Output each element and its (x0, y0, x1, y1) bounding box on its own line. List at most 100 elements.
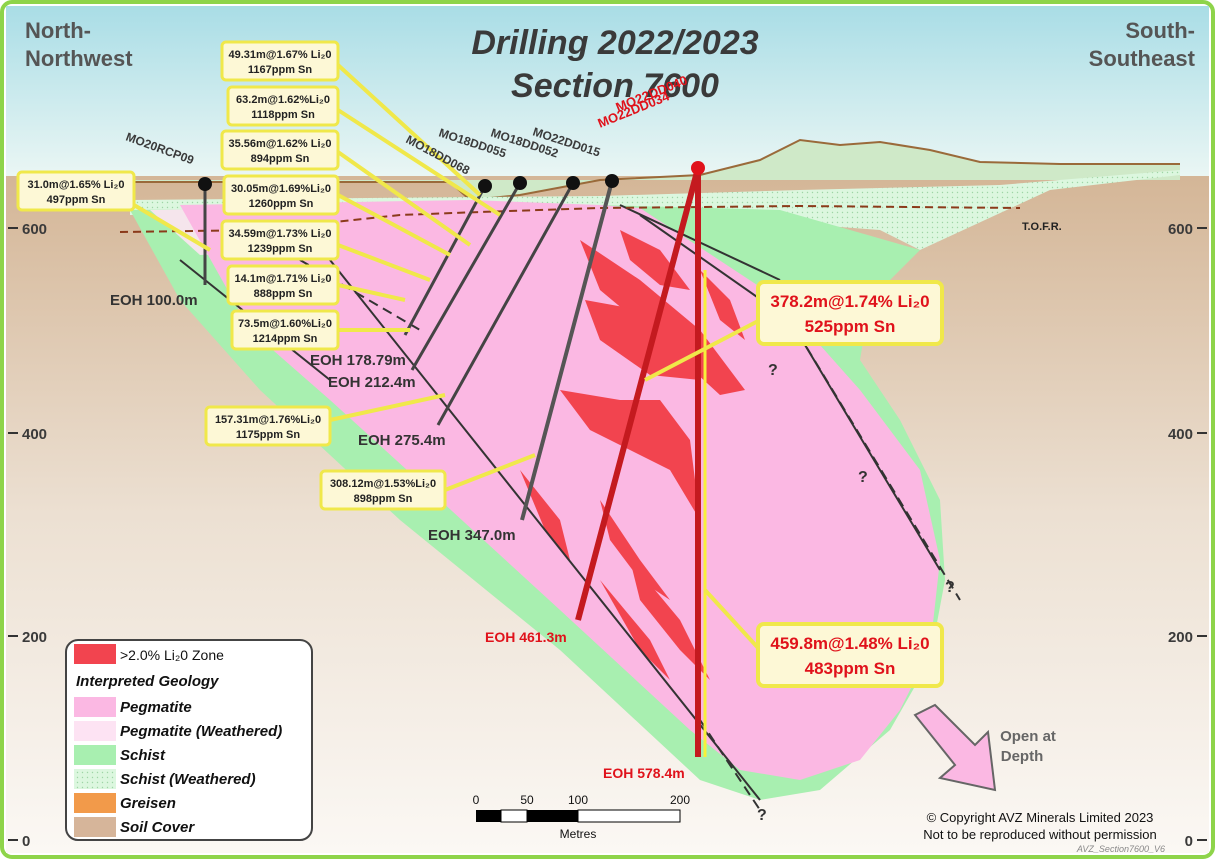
intercept-callout-main: 378.2m@1.74% Li₂0 525ppm Sn (756, 280, 944, 346)
intercept-line-2: 1167ppm Sn (248, 64, 312, 76)
title-line-1: Drilling 2022/2023 (471, 24, 758, 62)
intercept-callout: 157.31m@1.76%Li₂0 1175ppm Sn (204, 405, 332, 447)
open-at-depth-line-2: Depth (1001, 748, 1044, 765)
direction-right-1: South- (1125, 18, 1195, 43)
eoh-mo18dd055: EOH 212.4m (328, 374, 416, 391)
legend-swatch-pegmatite (74, 697, 116, 717)
intercept-line-1: 31.0m@1.65% Li₂0 (28, 179, 125, 191)
legend-item-pegmatite: Pegmatite (120, 699, 192, 716)
intercept-line-2: 1239ppm Sn (248, 243, 313, 255)
open-at-depth-line-1: Open at (1000, 728, 1056, 745)
intercept-line-1: 34.59m@1.73% Li₂0 (228, 228, 331, 240)
axis-label-right-200: 200 (1168, 629, 1193, 646)
scale-tick-100: 100 (568, 793, 588, 807)
axis-label-0: 0 (22, 833, 30, 850)
intercept-callout: 308.12m@1.53%Li₂0 898ppm Sn (319, 469, 447, 511)
intercept-callout: 63.2m@1.62%Li₂0 1118ppm Sn (226, 85, 340, 127)
intercept-callout: 14.1m@1.71% Li₂0 888ppm Sn (226, 264, 340, 306)
legend-item-pegmatite-weathered: Pegmatite (Weathered) (120, 723, 282, 740)
intercept-main-line-1: 378.2m@1.74% Li₂0 (770, 292, 929, 311)
legend-item-schist: Schist (120, 747, 166, 764)
legend-swatch-pegmatite-weathered (74, 721, 116, 741)
intercept-line-1: 49.31m@1.67% Li₂0 (228, 49, 331, 61)
legend-swatch-schist-weathered (74, 769, 116, 789)
intercept-callout: 49.31m@1.67% Li₂0 1167ppm Sn (220, 40, 340, 82)
scale-unit: Metres (560, 827, 597, 841)
intercept-main-line-2: 525ppm Sn (805, 317, 896, 336)
axis-label-right-600: 600 (1168, 221, 1193, 238)
eoh-mo22dd040: EOH 578.4m (603, 765, 685, 781)
intercept-line-1: 35.56m@1.62% Li₂0 (228, 138, 331, 150)
tofr-line (119, 204, 1021, 233)
intercept-callout-main: 459.8m@1.48% Li₂0 483ppm Sn (756, 622, 944, 688)
pegmatite-zone (180, 200, 940, 780)
scale-tick-0: 0 (473, 793, 480, 807)
eoh-mo22dd015: EOH 347.0m (428, 527, 516, 544)
question-mark-2: ? (858, 469, 868, 486)
eoh-mo18dd052: EOH 275.4m (358, 432, 446, 449)
question-mark-3: ? (945, 579, 955, 596)
axis-label-200: 200 (22, 629, 47, 646)
legend-zone: >2.0% Li₂0 Zone (120, 647, 224, 663)
intercept-line-2: 1260ppm Sn (249, 198, 314, 210)
intercept-line-1: 157.31m@1.76%Li₂0 (215, 414, 321, 426)
elevation-axis-right: 600 400 200 0 (1168, 221, 1207, 850)
intercept-line-2: 888ppm Sn (254, 288, 313, 300)
collar-points (198, 161, 705, 193)
intercept-line-1: 30.05m@1.69%Li₂0 (231, 183, 331, 195)
weathered-surface (25, 140, 1180, 200)
intercept-callout: 30.05m@1.69%Li₂0 1260ppm Sn (222, 174, 340, 216)
intercept-line-2: 497ppm Sn (47, 194, 106, 206)
intercept-main-line-1: 459.8m@1.48% Li₂0 (770, 634, 929, 653)
scale-tick-200: 200 (670, 793, 690, 807)
intercept-callout: 31.0m@1.65% Li₂0 497ppm Sn (16, 170, 136, 212)
intercept-line-2: 1214ppm Sn (253, 333, 318, 345)
intercept-callout: 35.56m@1.62% Li₂0 894ppm Sn (220, 129, 340, 171)
tofr-label: T.O.F.R. (1022, 221, 1062, 233)
legend-item-greisen: Greisen (120, 795, 176, 812)
intercept-line-1: 14.1m@1.71% Li₂0 (235, 273, 332, 285)
legend-swatch-soil (74, 817, 116, 837)
legend-swatch-greisen (74, 793, 116, 813)
intercept-line-1: 73.5m@1.60%Li₂0 (238, 318, 332, 330)
legend-swatch-schist (74, 745, 116, 765)
direction-right-2: Southeast (1089, 46, 1196, 71)
direction-left-2: Northwest (25, 46, 133, 71)
intercept-callout: 73.5m@1.60%Li₂0 1214ppm Sn (230, 309, 340, 351)
question-mark-4: ? (757, 807, 767, 824)
copyright-line-1: © Copyright AVZ Minerals Limited 2023 (927, 810, 1154, 825)
legend-item-soil: Soil Cover (120, 819, 195, 836)
scale-bar: 0 50 100 200 Metres (473, 793, 691, 841)
axis-label-right-0: 0 (1185, 833, 1193, 850)
copyright-line-2: Not to be reproduced without permission (923, 827, 1156, 842)
intercept-line-2: 898ppm Sn (354, 493, 413, 505)
legend-heading: Interpreted Geology (76, 673, 219, 690)
legend: >2.0% Li₂0 Zone Interpreted Geology Pegm… (65, 639, 313, 841)
sky-background (6, 6, 1209, 176)
intercept-line-2: 1118ppm Sn (251, 109, 315, 121)
eoh-mo22dd034: EOH 461.3m (485, 629, 567, 645)
eoh-mo20rcp09: EOH 100.0m (110, 292, 198, 309)
intercept-main-line-2: 483ppm Sn (805, 659, 896, 678)
intercept-line-2: 1175ppm Sn (236, 429, 300, 441)
intercept-callout: 34.59m@1.73% Li₂0 1239ppm Sn (220, 219, 340, 261)
title-line-2: Section 7600 (511, 67, 719, 105)
question-mark-1: ? (768, 362, 778, 379)
scale-tick-50: 50 (520, 793, 534, 807)
legend-swatch-zone (74, 644, 116, 664)
eoh-mo18dd068: EOH 178.79m (310, 352, 406, 369)
drill-traces (203, 167, 707, 757)
callout-leaders (132, 63, 762, 652)
intercept-line-1: 63.2m@1.62%Li₂0 (236, 94, 330, 106)
axis-label-400: 400 (22, 426, 47, 443)
axis-label-600: 600 (22, 221, 47, 238)
open-at-depth-arrow (913, 703, 997, 792)
direction-left-1: North- (25, 18, 91, 43)
intercept-line-2: 894ppm Sn (251, 153, 310, 165)
intercept-line-1: 308.12m@1.53%Li₂0 (330, 478, 436, 490)
legend-item-schist-weathered: Schist (Weathered) (120, 771, 256, 788)
axis-label-right-400: 400 (1168, 426, 1193, 443)
elevation-axis-left: 600 400 200 0 (8, 221, 47, 850)
